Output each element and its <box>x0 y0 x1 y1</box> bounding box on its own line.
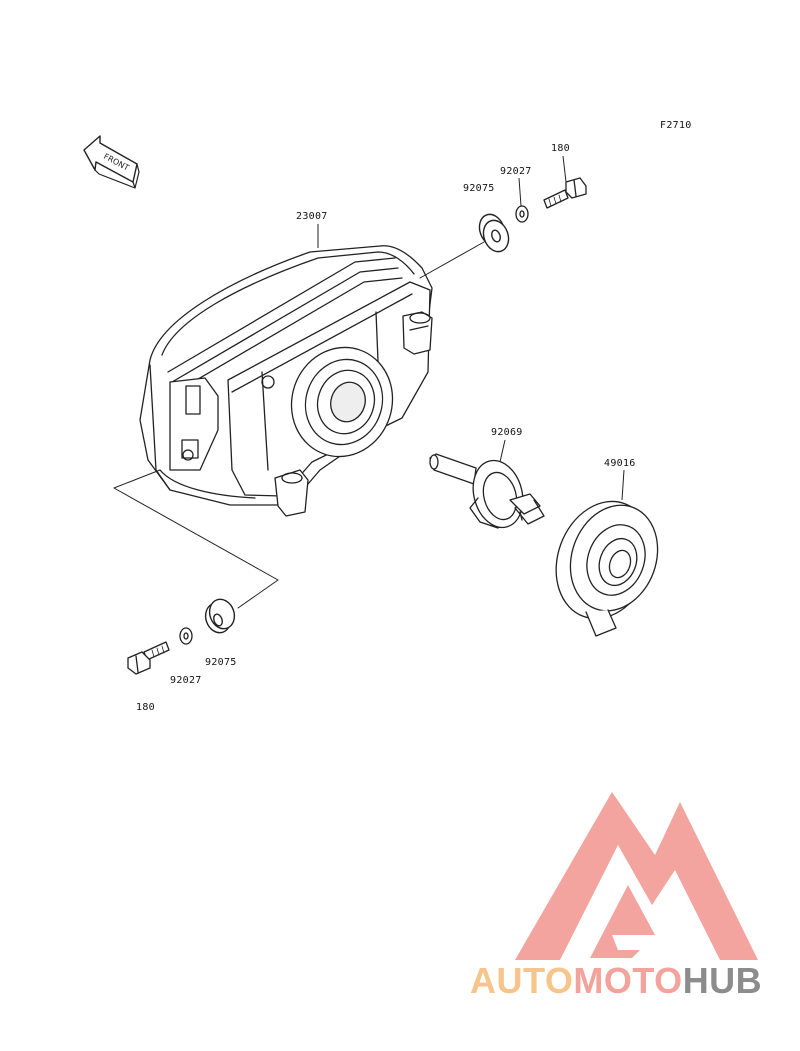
grommet-top <box>478 213 510 253</box>
headlight-boot <box>555 500 659 637</box>
part-number-boot: 49016 <box>604 458 636 469</box>
leader-line-left-a <box>113 469 161 489</box>
figure-code: F2710 <box>660 120 692 131</box>
part-number-grommet-bottom: 92075 <box>205 657 237 668</box>
bulb <box>429 453 545 529</box>
part-number-washer-bottom: 92027 <box>170 675 202 686</box>
front-arrow-icon: FRONT <box>83 135 140 189</box>
leader-line-left-b <box>113 487 279 581</box>
bolt-bottom <box>127 641 170 675</box>
grommet-bottom <box>204 598 236 634</box>
part-number-headlight-assembly: 23007 <box>296 211 328 222</box>
watermark-text: AUTOMOTOHUB <box>470 960 762 1002</box>
part-number-bolt-bottom: 180 <box>136 702 155 713</box>
washer-top <box>515 205 529 223</box>
part-number-bulb: 92069 <box>491 427 523 438</box>
part-number-washer-top: 92027 <box>500 166 532 177</box>
watermark-word-automoto: AUTOMOTO <box>470 960 683 1001</box>
part-number-bolt-top: 180 <box>551 143 570 154</box>
watermark-logo-icon <box>515 792 758 960</box>
bolt-top <box>543 177 587 209</box>
watermark-word-hub: HUB <box>682 960 763 1001</box>
leader-line-grommet-top <box>419 241 485 279</box>
washer-bottom <box>179 627 193 645</box>
headlight-assembly <box>139 245 433 517</box>
part-number-grommet-top: 92075 <box>463 183 495 194</box>
leader-line-grommet-bottom <box>237 579 279 609</box>
